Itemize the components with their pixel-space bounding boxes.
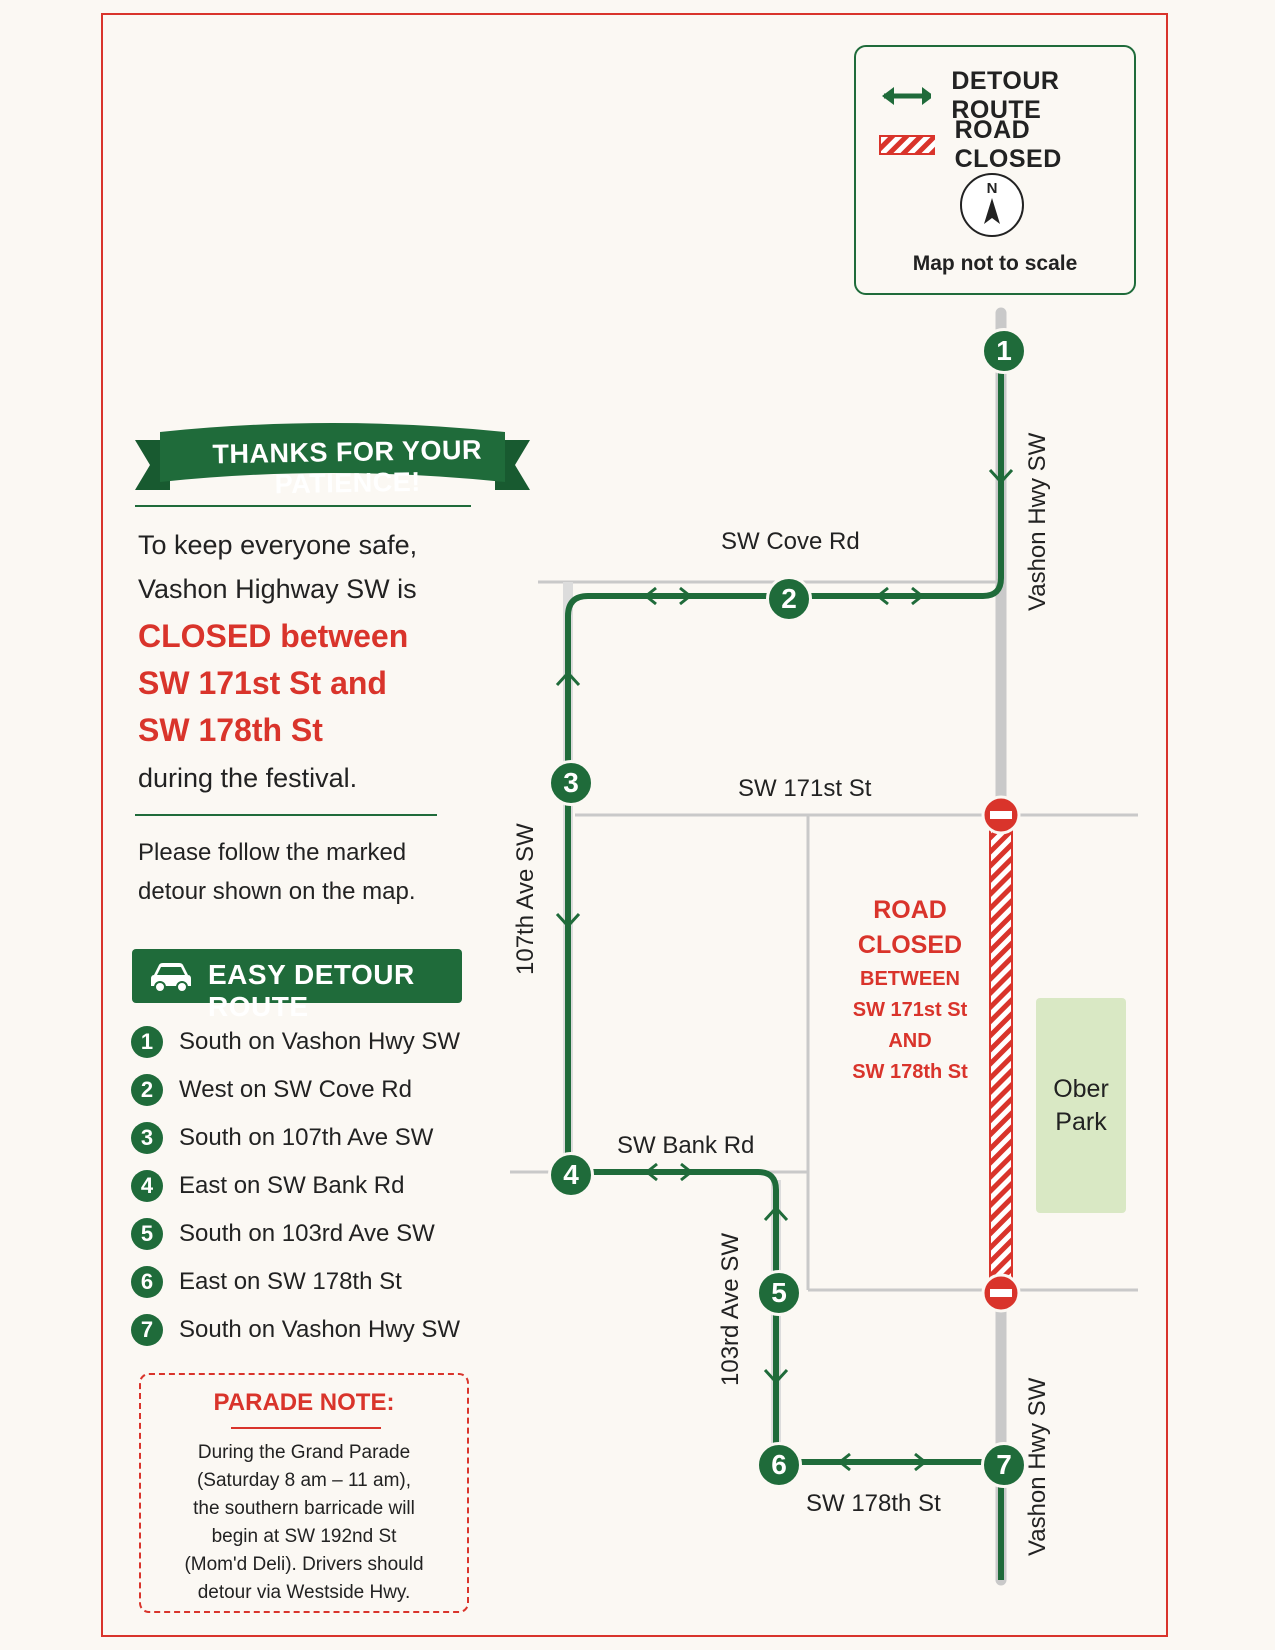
- parade-line-3: the southern barricade will: [193, 1498, 415, 1519]
- route-marker-6: 6: [756, 1442, 802, 1488]
- no-entry-sign-south: [981, 1273, 1021, 1313]
- legend-detour-row: DETOUR ROUTE: [878, 67, 1134, 125]
- map-legend: DETOUR ROUTE ROAD CLOSED N Map not to sc…: [854, 45, 1136, 295]
- step-text: South on Vashon Hwy SW: [179, 1028, 461, 1055]
- route-marker-5: 5: [756, 1270, 802, 1316]
- parade-line-2: (Saturday 8 am – 11 am),: [196, 1470, 412, 1491]
- detour-step-6: 6 East on SW 178th St: [131, 1266, 402, 1298]
- street-label-cove-rd: SW Cove Rd: [721, 528, 860, 555]
- closure-label-171st: SW 171st St: [852, 999, 968, 1021]
- compass-letter: N: [987, 180, 998, 197]
- arrow-double-bank: [644, 1162, 694, 1182]
- step-number: 7: [131, 1314, 163, 1346]
- scale-note: Map not to scale: [912, 252, 1078, 275]
- closure-label-and: AND: [888, 1030, 932, 1052]
- park-name-line-2: Park: [1055, 1107, 1107, 1136]
- detour-step-7: 7 South on Vashon Hwy SW: [131, 1314, 460, 1346]
- step-number: 2: [131, 1074, 163, 1106]
- step-number: 4: [131, 1170, 163, 1202]
- step-text: West on SW Cove Rd: [179, 1076, 412, 1103]
- detour-list-header: EASY DETOUR ROUTE: [132, 949, 462, 1022]
- legend-detour-label: DETOUR ROUTE: [951, 67, 1060, 124]
- legend-closed-row: ROAD CLOSED: [878, 116, 1134, 174]
- closed-line-3: SW 178th St: [138, 712, 323, 748]
- arrow-south-1: [988, 468, 1014, 485]
- step-number: 1: [131, 1026, 163, 1058]
- step-text: South on 103rd Ave SW: [179, 1220, 435, 1247]
- parade-line-4: begin at SW 192nd St: [211, 1526, 397, 1547]
- street-label-bank-rd: SW Bank Rd: [617, 1132, 755, 1159]
- divider-middle: [135, 814, 437, 816]
- banner-ribbon: [135, 423, 530, 490]
- divider-top: [135, 505, 471, 507]
- double-arrow-icon: [882, 87, 932, 105]
- detour-step-5: 5 South on 103rd Ave SW: [131, 1218, 435, 1250]
- car-icon: [151, 963, 191, 993]
- detour-list-title: EASY DETOUR ROUTE: [208, 959, 415, 1022]
- street-label-vashon-north: Vashon Hwy SW: [1024, 432, 1051, 611]
- closure-label-road: ROAD: [873, 896, 947, 924]
- street-label-103rd: 103rd Ave SW: [717, 1233, 744, 1386]
- detour-step-3: 3 South on 107th Ave SW: [131, 1122, 433, 1154]
- parade-line-5: (Mom'd Deli). Drivers should: [184, 1554, 424, 1575]
- hatch-swatch-icon: [879, 135, 935, 155]
- thanks-banner: THANKS FOR YOUR PATIENCE!: [130, 425, 535, 500]
- parade-note-title: PARADE NOTE:: [213, 1389, 395, 1416]
- parade-note-body: During the Grand Parade (Saturday 8 am –…: [151, 1439, 457, 1607]
- route-marker-4: 4: [548, 1152, 594, 1198]
- parade-line-6: detour via Westside Hwy.: [197, 1582, 411, 1603]
- step-number: 6: [131, 1266, 163, 1298]
- closure-label-178th: SW 178th St: [852, 1061, 968, 1083]
- route-marker-7: 7: [981, 1442, 1027, 1488]
- step-number: 5: [131, 1218, 163, 1250]
- step-text: East on SW Bank Rd: [179, 1172, 405, 1199]
- banner-text: THANKS FOR YOUR PATIENCE!: [212, 434, 483, 500]
- road-closed-segment: [989, 817, 1013, 1291]
- intro-line-3: during the festival.: [138, 763, 358, 793]
- direction-arrows: [555, 468, 1014, 1472]
- step-text: East on SW 178th St: [179, 1268, 402, 1295]
- detour-step-4: 4 East on SW Bank Rd: [131, 1170, 404, 1202]
- parade-note-box: PARADE NOTE: During the Grand Parade (Sa…: [139, 1373, 469, 1613]
- legend-closed-label: ROAD CLOSED: [954, 116, 1062, 173]
- arrow-north-3: [555, 670, 581, 687]
- street-label-171st: SW 171st St: [738, 775, 872, 802]
- follow-note-line-1: Please follow the marked: [138, 839, 407, 866]
- closure-label-between: BETWEEN: [860, 968, 960, 990]
- arrow-north-5: [763, 1205, 789, 1222]
- step-text: South on Vashon Hwy SW: [179, 1316, 461, 1343]
- step-number: 3: [131, 1122, 163, 1154]
- detour-step-1: 1 South on Vashon Hwy SW: [131, 1026, 460, 1058]
- arrow-south-3: [555, 912, 581, 929]
- no-entry-sign-north: [981, 795, 1021, 835]
- arrow-double-cove-1: [643, 586, 693, 606]
- arrow-south-5: [763, 1368, 789, 1385]
- intro-line-2: Vashon Highway SW is: [138, 574, 417, 604]
- page-border: [101, 13, 1168, 1637]
- park-name-line-1: Ober: [1053, 1074, 1109, 1103]
- street-label-vashon-south: Vashon Hwy SW: [1024, 1377, 1051, 1556]
- closure-label-closed: CLOSED: [857, 931, 963, 959]
- compass-icon: N: [960, 173, 1024, 237]
- closed-line-1: CLOSED between: [138, 618, 409, 654]
- arrow-double-cove-2: [875, 586, 925, 606]
- detour-route-line: [565, 348, 1004, 1580]
- parade-line-1: During the Grand Parade: [197, 1442, 411, 1463]
- follow-note-line-2: detour shown on the map.: [138, 878, 416, 905]
- route-marker-1: 1: [981, 328, 1027, 374]
- route-marker-3: 3: [548, 760, 594, 806]
- intro-line-1: To keep everyone safe,: [138, 530, 418, 560]
- closed-line-2: SW 171st St and: [138, 665, 387, 701]
- step-text: South on 107th Ave SW: [179, 1124, 434, 1151]
- street-label-178th: SW 178th St: [806, 1490, 941, 1517]
- parade-note-rule: [231, 1427, 381, 1429]
- street-label-107th: 107th Ave SW: [512, 823, 539, 975]
- route-marker-2: 2: [766, 576, 812, 622]
- arrow-double-178th: [837, 1452, 928, 1472]
- detour-step-2: 2 West on SW Cove Rd: [131, 1074, 412, 1106]
- ober-park-area: Ober Park: [1036, 998, 1126, 1213]
